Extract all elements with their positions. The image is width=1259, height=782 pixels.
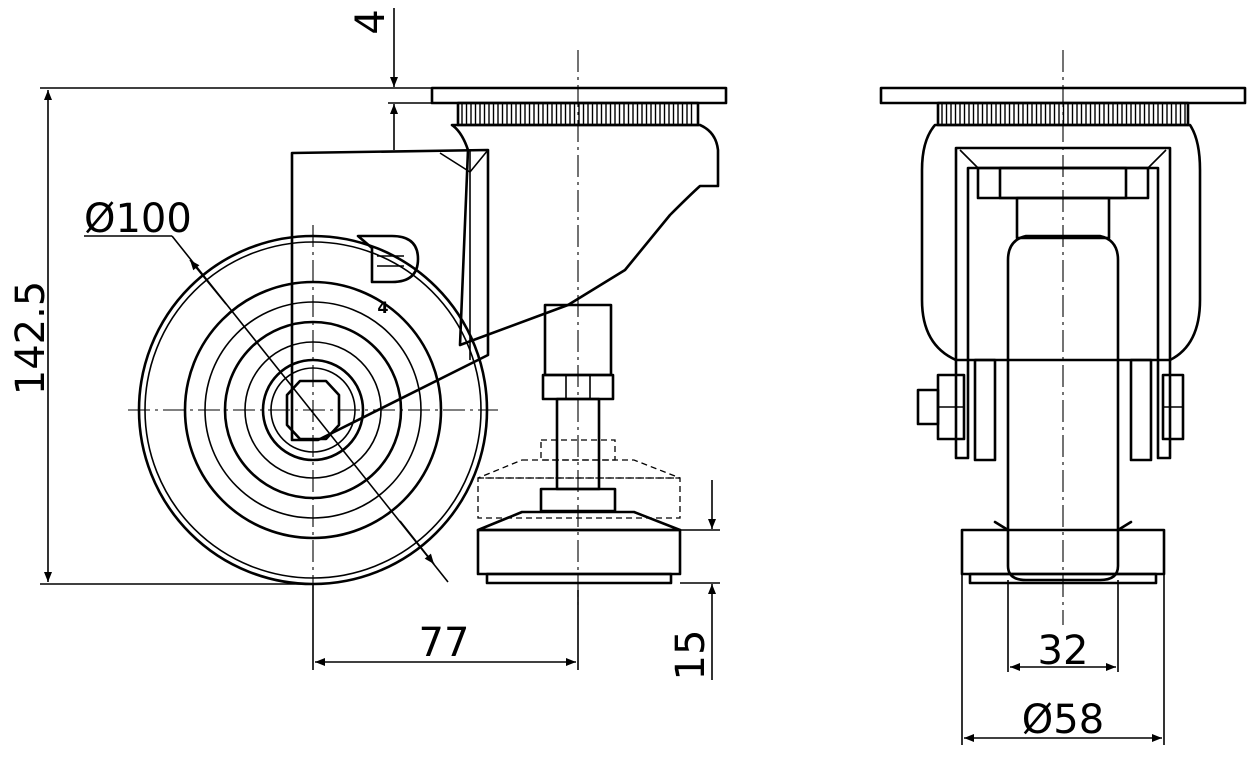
dim-offset: 77 <box>419 620 470 666</box>
front-dimensions: 32 Ø58 <box>961 574 1165 745</box>
swivel-housing <box>450 123 720 347</box>
swivel-bearing-knurl <box>461 104 693 124</box>
side-dimensions: 142.5 4 Ø100 77 15 <box>8 8 720 680</box>
dim-overall-height: 142.5 <box>8 281 54 396</box>
side-view: 4 <box>128 50 728 605</box>
dim-wheel-width: 32 <box>1038 628 1089 674</box>
front-fork <box>954 146 1172 460</box>
dim-foot-height: 15 <box>668 630 714 681</box>
dim-top-offset: 4 <box>348 9 394 34</box>
size-marking: 4 <box>377 298 388 317</box>
fork-plate <box>290 148 490 442</box>
front-view <box>879 50 1247 625</box>
axle-nut <box>285 379 341 441</box>
foot-raised-position <box>477 439 681 519</box>
dim-foot-diameter: Ø58 <box>1022 697 1104 743</box>
dim-wheel-diameter: Ø100 <box>84 196 192 242</box>
top-plate <box>430 86 728 105</box>
front-wheel <box>1006 234 1120 582</box>
leveling-foot <box>476 510 682 532</box>
